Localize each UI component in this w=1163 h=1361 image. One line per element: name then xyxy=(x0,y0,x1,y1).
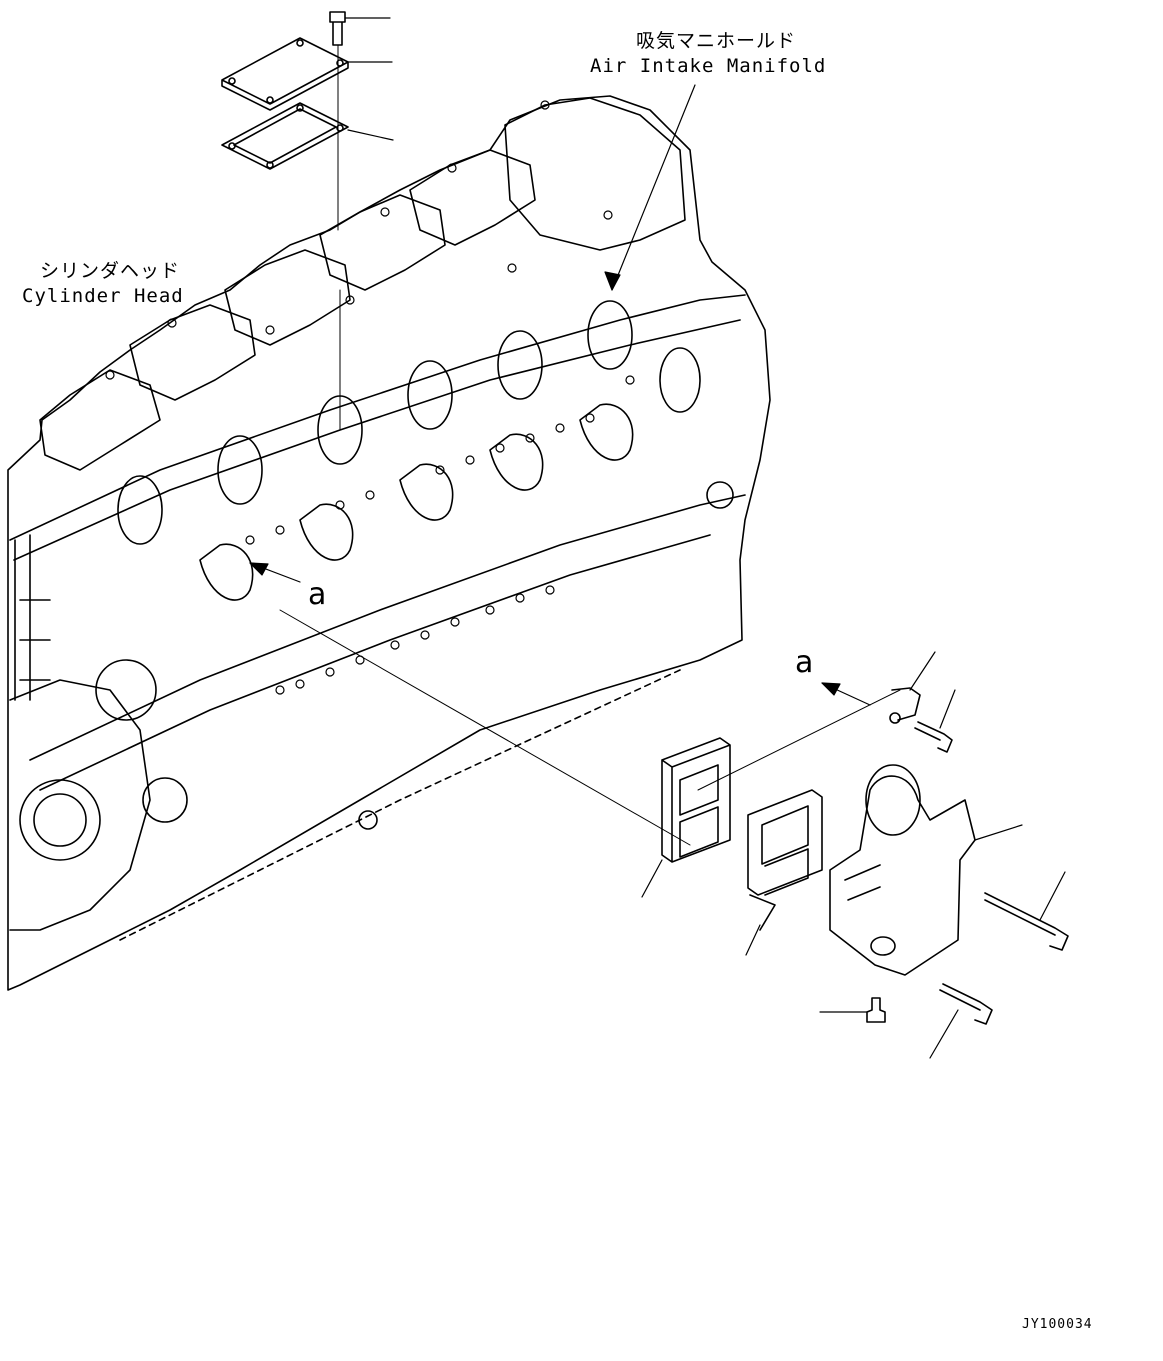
drawing-code: JY100034 xyxy=(1022,1317,1093,1332)
intake-heater-assembly xyxy=(641,651,1069,1059)
intake-manifold-label-jp: 吸気マニホールド xyxy=(636,30,797,52)
leaders xyxy=(249,84,901,846)
engine-block xyxy=(7,95,771,991)
cylinder-head-label-en: Cylinder Head xyxy=(22,285,184,307)
bolt-long xyxy=(984,892,1069,951)
cylinder-head-label-jp: シリンダヘッド xyxy=(40,260,181,282)
cover-plate-assembly xyxy=(221,11,394,431)
bolt-lower xyxy=(939,983,993,1025)
cover-gasket xyxy=(221,102,349,170)
intake-elbow xyxy=(829,775,976,976)
view-a-marker-detail: a xyxy=(795,645,814,680)
sensor-plug xyxy=(866,997,886,1023)
spacer-plate xyxy=(661,737,731,863)
intake-manifold-label-en: Air Intake Manifold xyxy=(590,55,827,77)
bolt-top xyxy=(329,11,346,46)
bolt-small xyxy=(914,721,953,753)
view-a-marker-body: a xyxy=(308,577,327,612)
cover-plate xyxy=(221,37,349,111)
heater-gasket xyxy=(747,789,823,896)
